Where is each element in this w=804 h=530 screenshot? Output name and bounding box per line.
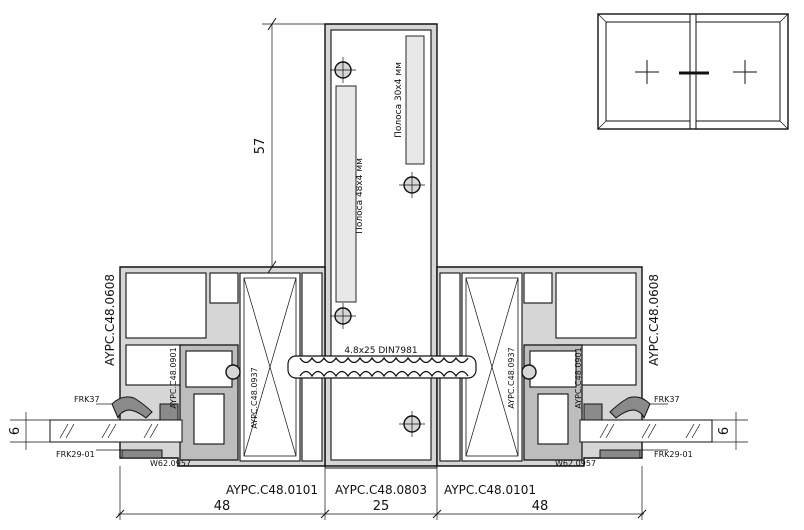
sash-right-label: AYPC.C48.0901 <box>574 347 583 408</box>
sash-left-label: AYPC.C48.0901 <box>169 347 178 408</box>
insert-right-label: AYPC.C48.0937 <box>507 347 516 408</box>
frame-left-label: AYPC.C48.0608 <box>103 274 117 366</box>
gasket-top-left-label: FRK37 <box>74 395 100 404</box>
mullion-right-code: AYPC.C48.0101 <box>444 483 536 497</box>
frame-right-label: AYPC.C48.0608 <box>647 274 661 366</box>
dimension-lines <box>10 17 748 520</box>
glass-left-dim: 6 <box>8 427 23 435</box>
w-right-label: W62.0957 <box>555 459 596 468</box>
screw <box>287 355 477 379</box>
mullion-left-code: AYPC.C48.0101 <box>226 483 318 497</box>
width-right-dim: 48 <box>532 499 549 514</box>
gasket-bottom-left-label: FRK29-01 <box>56 450 95 459</box>
strip-30-label: Полоса 30х4 мм <box>394 62 404 138</box>
gasket-bottom-right-label: FRK29-01 <box>654 450 693 459</box>
left-glass <box>49 419 183 443</box>
glass-right-dim: 6 <box>717 427 732 435</box>
window-scheme-thumbnail <box>597 13 789 130</box>
left-gaskets <box>111 396 179 459</box>
dimension-height-top: 57 <box>253 138 268 155</box>
gasket-top-right-label: FRK37 <box>654 395 680 404</box>
mullion-profile <box>324 23 438 469</box>
mullion-center-code: AYPC.C48.0803 <box>335 483 427 497</box>
strip-48-label: Полоса 48х4 мм <box>355 158 365 234</box>
right-glass <box>579 419 713 443</box>
screw-label: 4.8x25 DIN7981 <box>344 346 417 356</box>
insert-left-label: AYPC.C48.0937 <box>250 367 259 428</box>
width-left-dim: 48 <box>214 499 231 514</box>
w-left-label: W62.0957 <box>150 459 191 468</box>
right-gaskets <box>583 396 651 459</box>
width-center-dim: 25 <box>373 499 390 514</box>
